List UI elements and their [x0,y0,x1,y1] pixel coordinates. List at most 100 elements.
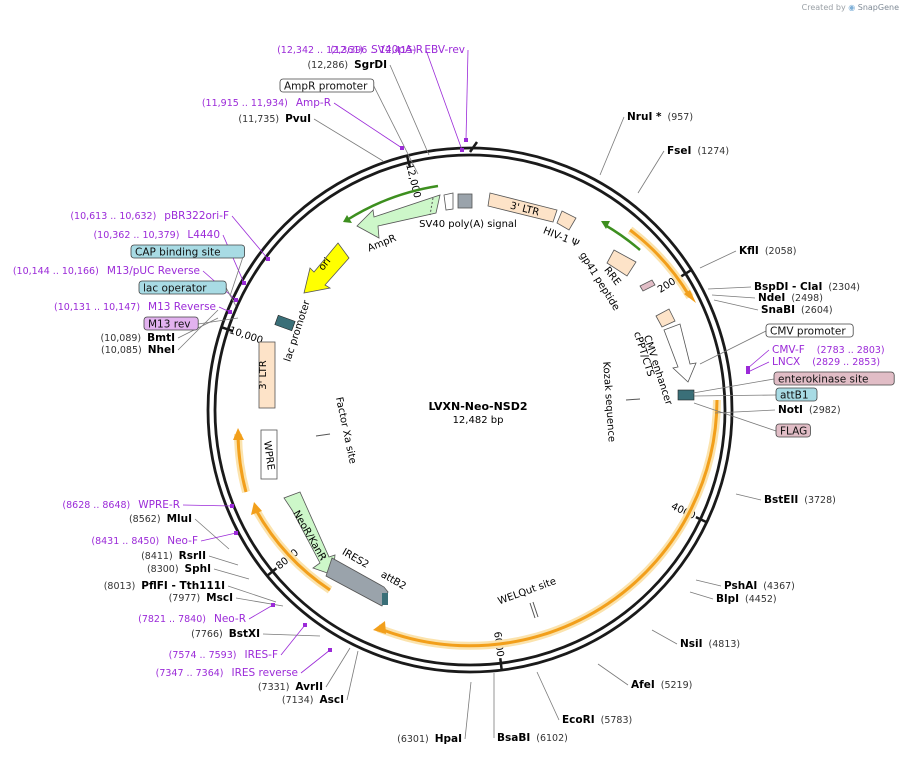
boxed-feature-box [143,316,199,331]
site-label: PshAI(4367) [724,580,795,592]
boxed-feature: attB1 [775,387,818,402]
ampr-arrow [356,194,441,239]
boxed-feature-box [138,280,227,295]
site-position: (8562) [129,514,161,525]
primer-marker [266,257,270,261]
boxed-feature-leader [198,317,239,325]
site-leader [464,681,472,740]
site-label: NdeI (2498) [758,292,823,304]
orf-arc-1-arrowhead [684,290,696,303]
wpre-label: WPRE [261,440,276,470]
site-position: (2304) [828,282,860,293]
primer-name: M13/pUC Reverse [107,265,200,277]
site-leader [599,116,625,176]
primer-leader [425,49,463,151]
primer-range: (7821 .. 7840) [138,614,206,625]
primer-range: (10,144 .. 10,166) [13,266,99,277]
primer-label: (8431 .. 8450)Neo-F [91,535,198,547]
boxed-feature-label: attB1 [780,390,809,402]
site-label: (12,286)SgrDI [307,59,387,71]
primer-marker [230,504,234,508]
site-position: (7331) [258,682,290,693]
site-position: (2498) [791,293,823,304]
site-name: RsrII [179,550,206,562]
tick-mark [695,515,708,524]
site-leader [177,309,219,351]
site-leader [235,597,284,607]
site-label: KflI(2058) [739,245,796,257]
primer-name: IRES reverse [232,667,299,679]
site-position: (957) [668,112,694,123]
backbone [206,146,734,674]
site-leader [711,294,756,299]
primer-range: (12,342 .. 12,361) [277,45,363,56]
site-leader [651,629,678,645]
ampr-primer-arrowhead [343,215,352,223]
primer-marker [234,531,238,535]
site-label: FseI(1274) [667,145,729,157]
site-name: NruI * [627,111,662,123]
site-position: (8300) [147,564,179,575]
ampr-dash [429,197,434,216]
site-position: (7977) [169,593,201,604]
site-leader [313,118,384,162]
site-label: (8013)PflFI - Tth111I [104,580,225,592]
site-label: AfeI(5219) [631,679,692,691]
tick-mark [266,567,278,577]
site-leader [389,64,430,156]
site-position: (3728) [804,495,836,506]
orf-arc-2 [254,509,331,592]
site-leader [194,518,230,550]
site-label: (7134)AscI [282,694,344,706]
boxed-feature-box [775,423,811,438]
site-name: BspDI - ClaI [754,281,822,293]
primer-leader [248,604,274,620]
boxed-feature: M13 rev [143,316,199,331]
site-leader [735,493,762,501]
boxed-feature-label: AmpR promoter [284,81,368,93]
primer-marker [328,648,332,652]
welqut-mark-2 [532,601,539,618]
boxed-feature-box [765,323,854,338]
site-label: (7977) MscI [169,592,233,604]
site-position: (10,085) [101,345,142,356]
site-label: EcoRI(5783) [562,714,632,726]
site-leader [262,633,321,637]
attb2-box [382,593,388,605]
neokan-dash [318,556,327,562]
primer-label: (10,144 .. 10,166) M13/pUC Reverse [13,265,200,277]
site-name: NdeI [758,292,785,304]
site-label: (6301)HpaI [397,733,462,745]
tick-mark [680,268,693,278]
primer-range: (7347 .. 7364) [156,668,224,679]
site-label: BlpI(4452) [716,593,777,605]
orf-arc-3-arrowhead [233,428,244,440]
boxed-feature-label: CAP binding site [135,247,221,259]
primer-range: (10,131 .. 10,147) [54,302,140,313]
primer-range: (12,396 .. 12,415) [330,45,416,56]
primer-label: CMV-F(2783 .. 2803) [772,344,885,356]
primer-label: (12,342 .. 12,361)SV40pA-R [277,44,423,56]
boxed-feature-leader [693,394,777,397]
site-leader [714,409,776,414]
credit-prefix: Created by [801,3,846,12]
primer-range: (8431 .. 8450) [91,536,159,547]
site-position: (4367) [763,581,795,592]
sv40-label: SV40 poly(A) signal [419,219,517,230]
primer-label: (7821 .. 7840)Neo-R [138,613,246,625]
tick-mark [221,326,234,333]
primer-leader [300,649,331,674]
site-name: AfeI [631,679,655,691]
primer-name: EBV-rev [424,44,465,56]
primer-name: L4440 [187,229,220,241]
attb1-box [677,389,695,401]
boxed-feature-label: lac operator [143,283,207,295]
site-name: MscI [206,592,233,604]
boxed-feature: AmpR promoter [279,78,375,93]
site-name: MluI [167,513,192,525]
site-label: (10,085)NheI [101,344,175,356]
site-label: (11,735)PvuI [238,113,311,125]
ltr3-label: 3' LTR [258,360,269,390]
primer-leader [200,532,237,542]
